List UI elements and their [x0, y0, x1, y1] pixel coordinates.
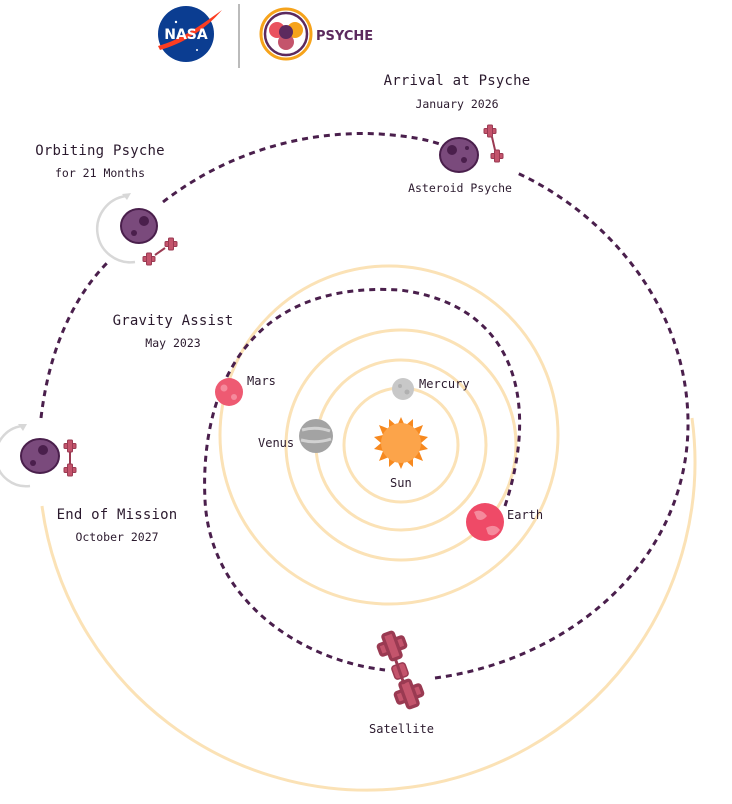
orbiting-date: for 21 Months: [54, 166, 146, 180]
sun: [374, 417, 428, 469]
arrival-title: Arrival at Psyche: [383, 73, 531, 89]
end-title: End of Mission: [56, 507, 178, 523]
venus-label: Venus: [258, 436, 295, 450]
spacecraft-end: [63, 439, 77, 477]
earth-label: Earth: [507, 508, 544, 522]
cruise-arc: [434, 170, 690, 680]
end-date: October 2027: [75, 530, 159, 544]
earth-orbit: [284, 328, 518, 562]
satellite-label: Satellite: [369, 722, 435, 736]
psyche-logo: PSYCHE: [259, 7, 373, 61]
earth: [466, 503, 504, 541]
orbit-arc-top: [162, 132, 446, 204]
satellite: [373, 627, 428, 713]
mercury-label: Mercury: [419, 377, 470, 391]
arrival-date: January 2026: [415, 97, 499, 111]
gravity-title: Gravity Assist: [112, 313, 234, 329]
orbiting-title: Orbiting Psyche: [35, 143, 165, 159]
venus: [299, 419, 333, 453]
orbit-arc-left: [39, 260, 110, 419]
nasa-logo: NASA: [158, 6, 222, 62]
mars-orbit: [218, 264, 560, 606]
asteroid-orbiting: [95, 193, 158, 264]
asteroid-arrival: [439, 137, 479, 173]
sun-label: Sun: [390, 476, 412, 490]
earth-to-mars-arc: [203, 287, 522, 672]
trajectory: [39, 132, 690, 680]
psyche-wordmark: PSYCHE: [316, 29, 373, 44]
psyche-orbit: [40, 417, 697, 792]
asteroid-label: Asteroid Psyche: [408, 181, 512, 195]
gravity-date: May 2023: [145, 336, 201, 350]
asteroid-end: [0, 424, 60, 488]
orbits: [40, 264, 697, 792]
mars: [215, 378, 243, 406]
spacecraft-arrival: [483, 124, 504, 163]
nasa-wordmark: NASA: [164, 27, 208, 43]
spacecraft-orbiting: [142, 237, 178, 266]
mercury: [392, 378, 414, 400]
mars-label: Mars: [247, 374, 276, 388]
